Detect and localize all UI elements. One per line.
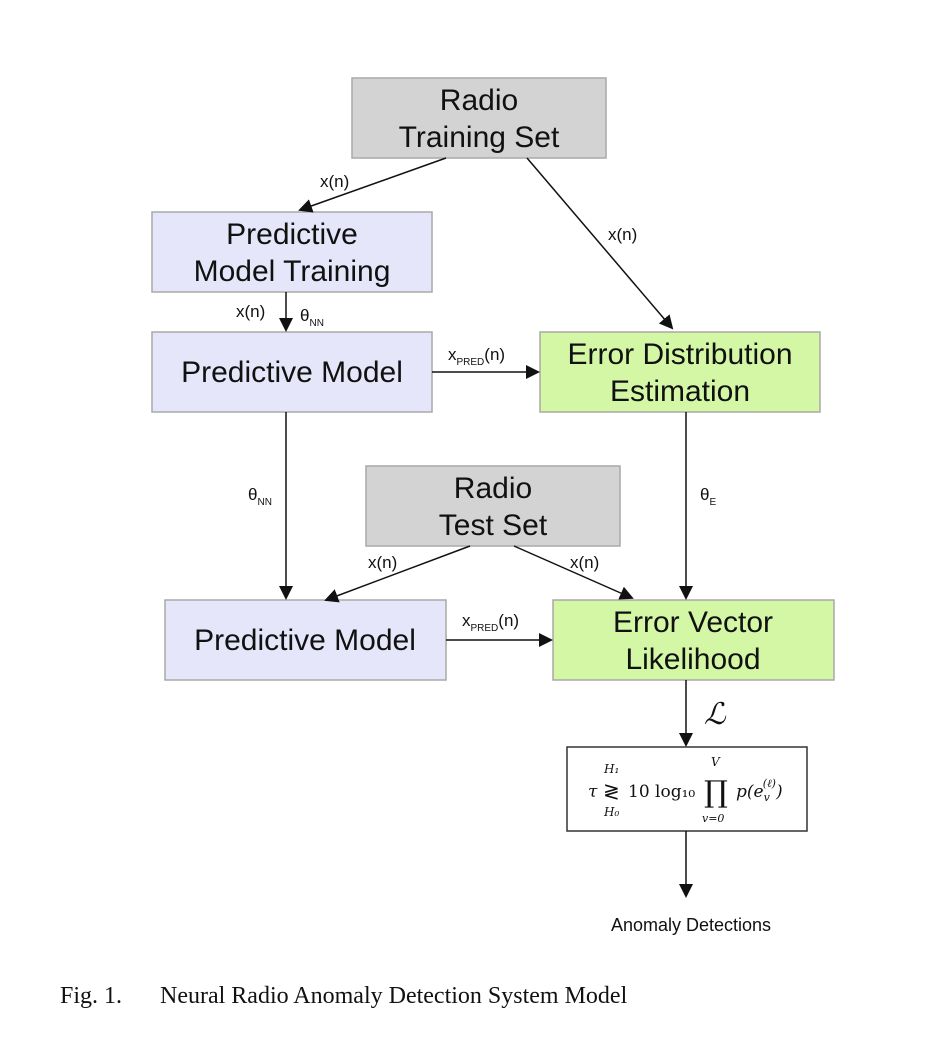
edge-label-x-n-4: x(n)	[368, 553, 397, 572]
edge-test-set-to-error-vector	[513, 545, 634, 600]
edge-label-x-n-3: x(n)	[236, 302, 265, 321]
error-vector-likelihood-node: Error Vector Likelihood	[552, 599, 835, 681]
figure-number: Fig. 1.	[60, 983, 122, 1009]
edge-label-x-n-5: x(n)	[570, 553, 599, 572]
predictive-model-2-label: Predictive Model	[194, 624, 416, 657]
edge-test-set-to-model	[324, 545, 471, 603]
edge-label-x-pred-2: xPRED(n)	[462, 611, 519, 634]
error-distribution-line1: Error Distribution	[567, 338, 792, 371]
error-distribution-line2: Estimation	[610, 375, 750, 408]
edge-label-theta-nn-1: θNN	[300, 306, 324, 329]
radio-training-set-node: Radio Training Set	[351, 77, 607, 159]
error-vector-line2: Likelihood	[625, 643, 760, 676]
formula-comparison: ≷	[603, 779, 620, 803]
formula-h1: H₁	[603, 762, 619, 776]
decision-formula-node: τ H₁ ≷ H₀ 10 log₁₀ V ∏ v=0 p(ev(ℓ))	[566, 746, 808, 832]
error-distribution-estimation-node: Error Distribution Estimation	[539, 331, 821, 413]
predictive-model-node-1: Predictive Model	[151, 331, 433, 413]
error-vector-line1: Error Vector	[613, 606, 773, 639]
predictive-model-training-line1: Predictive	[226, 218, 358, 251]
edge-label-theta-e: θE	[700, 485, 716, 508]
formula-term: p(ev(ℓ))	[736, 777, 783, 804]
predictive-model-node-2: Predictive Model	[164, 599, 447, 681]
radio-training-set-line1: Radio	[440, 84, 518, 117]
formula-tau: τ	[588, 782, 598, 802]
formula-upper-limit: V	[711, 755, 721, 769]
predictive-model-training-node: Predictive Model Training	[151, 211, 433, 293]
edge-label-x-pred-1: xPRED(n)	[448, 345, 505, 368]
edge-label-likelihood: ℒ	[704, 697, 727, 732]
radio-test-set-line2: Test Set	[439, 509, 548, 542]
edge-training-set-to-model-training	[298, 157, 447, 213]
edge-label-theta-nn-2: θNN	[248, 485, 272, 508]
output-anomaly-detections: Anomaly Detections	[611, 915, 771, 935]
formula-lower-limit: v=0	[702, 812, 724, 825]
figure-caption: Neural Radio Anomaly Detection System Mo…	[160, 983, 628, 1009]
edge-label-x-n-1: x(n)	[320, 172, 349, 191]
radio-test-set-node: Radio Test Set	[365, 465, 621, 547]
edge-training-set-to-error-distribution	[526, 157, 674, 330]
formula-h0: H₀	[603, 805, 619, 819]
formula-log: 10 log₁₀	[628, 782, 695, 802]
radio-test-set-line1: Radio	[454, 472, 532, 505]
edge-label-x-n-2: x(n)	[608, 225, 637, 244]
radio-training-set-line2: Training Set	[399, 121, 560, 154]
formula-product: ∏	[704, 775, 728, 810]
predictive-model-training-line2: Model Training	[194, 255, 391, 288]
predictive-model-1-label: Predictive Model	[181, 356, 403, 389]
